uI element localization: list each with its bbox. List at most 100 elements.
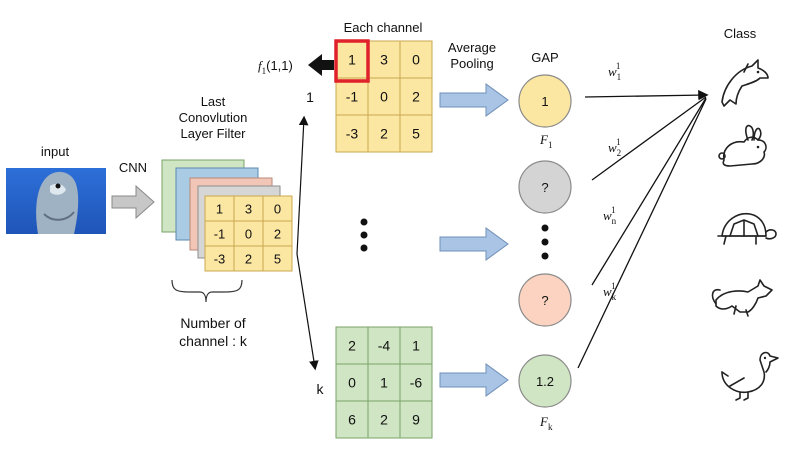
stack_front-cell-value: -3 <box>214 252 226 267</box>
weight-label-4: wk1 <box>603 281 617 302</box>
last_channel-cell-bg <box>399 326 433 365</box>
stack_front-cell-value: 0 <box>245 227 252 242</box>
first_channel-cell-bg <box>399 77 433 116</box>
pool-arrow-mid <box>439 227 509 261</box>
pool-arrow-bottom <box>439 363 509 397</box>
last_channel-cell-value: -6 <box>410 375 423 391</box>
last_channel-cell-bg <box>367 363 401 402</box>
input-image <box>6 168 106 234</box>
last-filter-label-3: Layer Filter <box>180 126 246 141</box>
gap-node-1: 1 F1 <box>518 74 572 150</box>
input-label: input <box>41 144 70 159</box>
last-channel-matrix: 2 -4 1 0 1 -6 6 2 9 <box>335 326 433 439</box>
gap-node-2: ? <box>518 160 572 214</box>
gap-node-3-circle <box>518 273 572 327</box>
cnn-label: CNN <box>119 160 147 175</box>
stack_front-cell-bg <box>233 245 264 272</box>
first_channel-cell-bg <box>399 40 433 79</box>
first_channel-cell-value: 5 <box>412 126 420 142</box>
last-filter-label-2: Conovlution <box>179 110 248 125</box>
class-label: Class <box>724 26 757 41</box>
stack_front-cell-value: 1 <box>216 202 223 217</box>
gap-node-1-label: F1 <box>539 132 552 150</box>
highlight-cell <box>334 39 370 83</box>
weight-line-3 <box>591 97 707 286</box>
stack_front-cell-value: 3 <box>245 202 252 217</box>
gap-node-4-circle <box>518 354 572 408</box>
last_channel-cell-bg <box>335 363 369 402</box>
index-first-label: 1 <box>306 89 314 105</box>
ellipsis-vertical-left <box>360 218 368 252</box>
channel-brace <box>171 279 243 303</box>
gap-node-4-label: Fk <box>539 414 553 432</box>
gap-node-3-value: ? <box>541 293 548 308</box>
stack_front-cell-value: 5 <box>274 252 281 267</box>
first_channel-cell-value: -3 <box>346 126 359 142</box>
gap-node-1-circle <box>518 74 572 128</box>
first-channel-matrix: 1 3 0 -1 0 2 -3 2 5 <box>335 40 433 153</box>
last_channel-cell-bg <box>399 400 433 439</box>
first_channel-cell-value: 3 <box>380 52 388 68</box>
gap-node-4: 1.2 Fk <box>518 354 572 432</box>
first_channel-cell-bg <box>367 40 401 79</box>
last_channel-cell-value: 6 <box>348 412 356 428</box>
each-channel-label: Each channel <box>344 20 423 35</box>
weight-label-2: w21 <box>608 137 621 158</box>
gap-node-2-circle <box>518 160 572 214</box>
index-arrow-up <box>296 115 309 255</box>
f-label: f1(1,1) <box>258 58 293 76</box>
weight-label-1: w11 <box>608 61 621 82</box>
num-channel-label-1: Number of <box>180 315 245 331</box>
gap-label: GAP <box>531 50 558 65</box>
last_channel-cell-value: 1 <box>380 375 388 391</box>
last_channel-cell-value: 2 <box>348 338 356 354</box>
stack_front-cell-value: 2 <box>245 252 252 267</box>
last_channel-cell-value: 0 <box>348 375 356 391</box>
avg-pool-label-1: Average <box>448 40 496 55</box>
f-pointer-arrow <box>308 54 334 76</box>
stack_front-cell-bg <box>262 195 293 222</box>
first_channel-cell-bg <box>367 77 401 116</box>
rabbit-icon <box>718 124 767 167</box>
last_channel-cell-value: 9 <box>412 412 420 428</box>
first_channel-cell-value: 0 <box>380 89 388 105</box>
first_channel-cell-value: 2 <box>412 89 420 105</box>
stack_front-cell-bg <box>204 245 235 272</box>
first_channel-cell-bg <box>399 114 433 153</box>
avg-pool-label-2: Pooling <box>450 56 493 71</box>
stack_front-cell-bg <box>262 245 293 272</box>
last_channel-cell-value: 1 <box>412 338 420 354</box>
index-arrow-down <box>296 253 319 371</box>
gap-node-2-value: ? <box>541 180 548 195</box>
gap-node-3: ? <box>518 273 572 327</box>
index-last-label: k <box>317 381 325 397</box>
first_channel-cell-value: -1 <box>346 89 359 105</box>
fox-icon <box>711 279 773 317</box>
dolphin-icon <box>721 59 769 107</box>
last_channel-cell-bg <box>399 363 433 402</box>
stack_front-cell-bg <box>262 220 293 247</box>
cnn-arrow <box>111 184 155 220</box>
first_channel-cell-value: 0 <box>412 52 420 68</box>
duck-icon <box>721 351 779 401</box>
weight-label-3: wn1 <box>603 205 617 226</box>
gap-node-4-value: 1.2 <box>536 374 554 389</box>
stack_front-cell-value: 2 <box>274 227 281 242</box>
turtle-icon <box>717 212 777 245</box>
weight-line-1 <box>584 89 709 101</box>
last_channel-cell-value: 2 <box>380 412 388 428</box>
first_channel-cell-value: 1 <box>348 52 356 68</box>
stack_front-cell-value: 0 <box>274 202 281 217</box>
gap-node-1-value: 1 <box>541 94 548 109</box>
weight-line-2 <box>591 96 707 181</box>
last_channel-cell-value: -4 <box>378 338 391 354</box>
num-channel-label-2: channel : k <box>179 333 248 349</box>
pool-arrow-top <box>439 83 509 117</box>
weight-line-4 <box>577 98 707 369</box>
stack_front-cell-bg <box>204 220 235 247</box>
first_channel-cell-value: 2 <box>380 126 388 142</box>
